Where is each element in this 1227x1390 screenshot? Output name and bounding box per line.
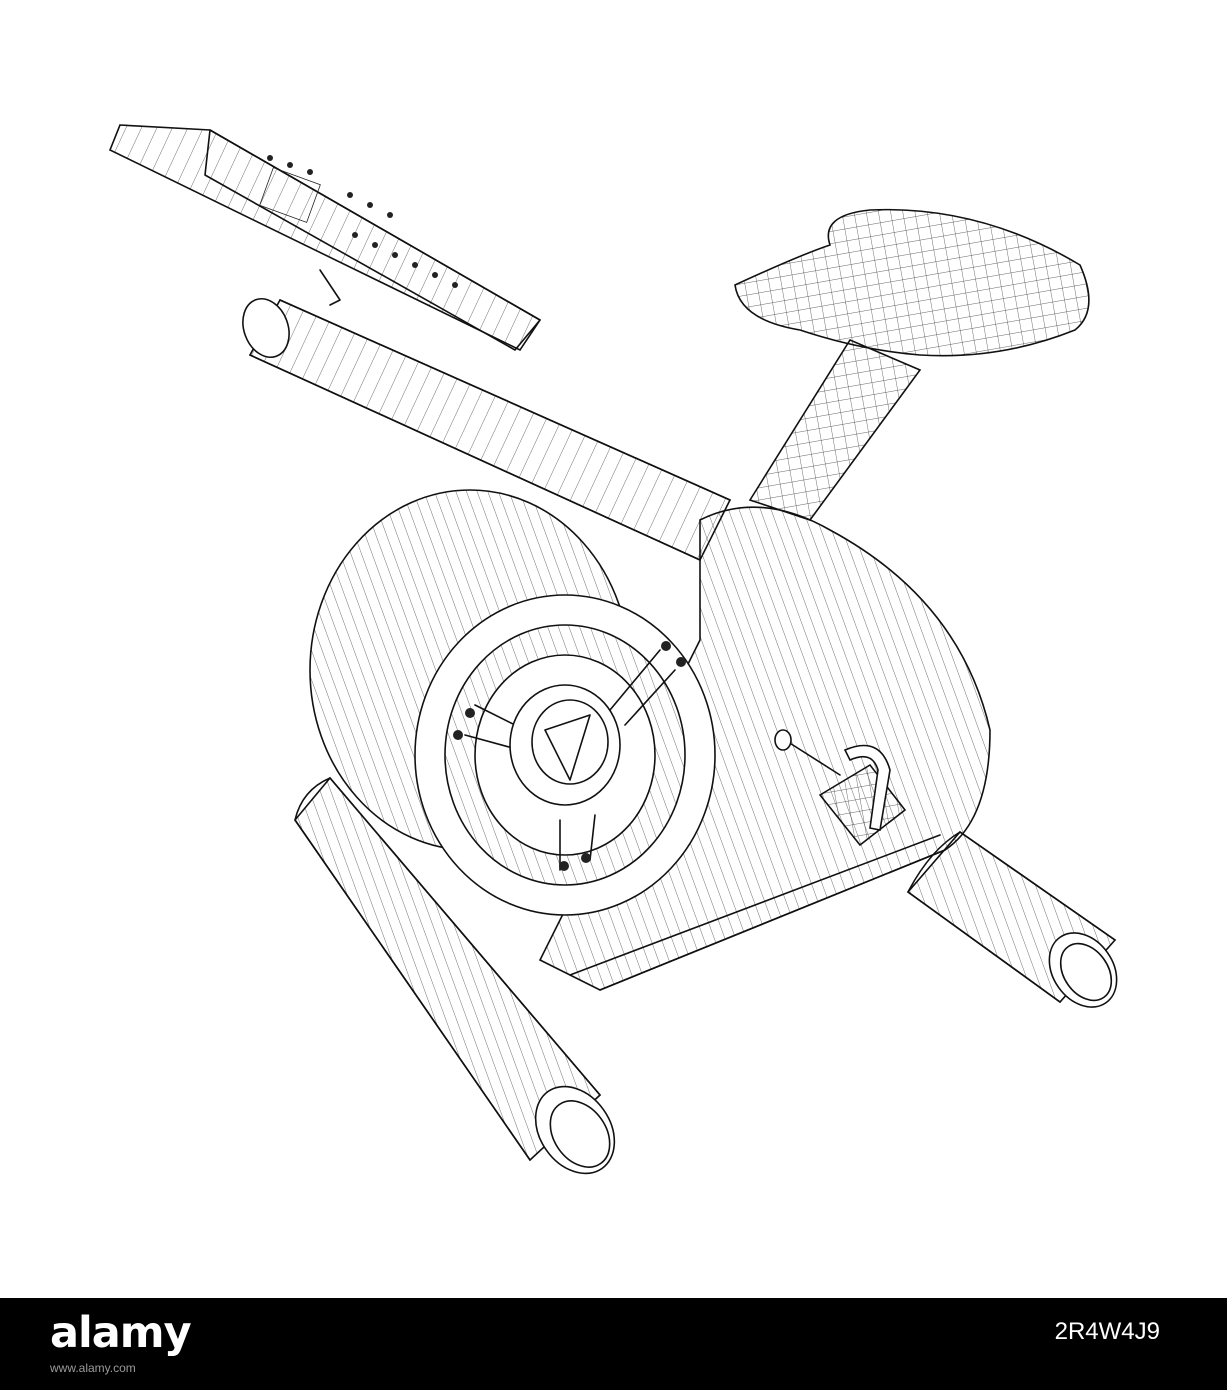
saddle [734, 208, 1090, 357]
flywheel [309, 489, 716, 916]
seat-post [748, 338, 922, 521]
handlebar-tube [242, 298, 732, 562]
alamy-logo: alamy [50, 1308, 192, 1358]
flywheel-bolts [453, 641, 686, 871]
front-stabilizer [293, 776, 616, 1175]
pedal-crank [774, 729, 841, 776]
exercise-bike-illustration [108, 124, 1118, 1175]
image-id: 2R4W4J9 [1054, 1318, 1160, 1345]
watermark-footer: alamy www.alamy.com 2R4W4J9 [0, 1298, 1227, 1390]
console-buttons [267, 155, 458, 288]
credit-url: www.alamy.com [50, 1361, 136, 1375]
pedal [818, 744, 907, 847]
flywheel-spokes [464, 649, 676, 871]
rear-stabilizer [906, 830, 1118, 1008]
flywheel-hub [509, 684, 621, 806]
bike-console [108, 124, 542, 352]
